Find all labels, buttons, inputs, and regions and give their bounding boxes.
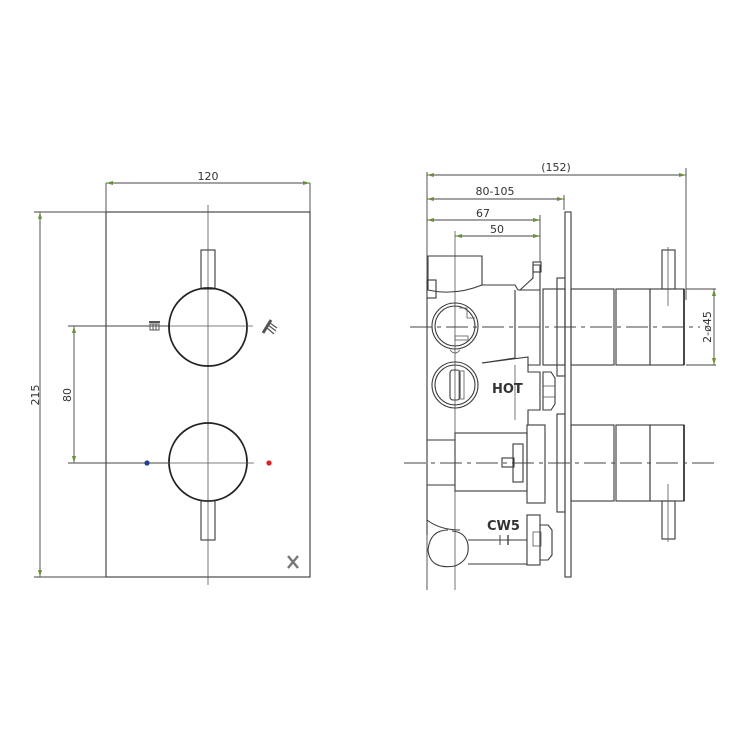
knob-diameter-dimension-text: 2-ø45 <box>701 311 714 343</box>
spacing-dimension-text: 80 <box>61 388 74 402</box>
height-dimension-text: 215 <box>29 385 42 406</box>
wall-plate-profile <box>564 211 572 578</box>
side-view: (152) 80-105 67 50 <box>404 161 718 590</box>
depth-50-dimension-text: 50 <box>490 223 504 236</box>
brand-logo-icon <box>287 555 299 569</box>
overall-dimension-text: (152) <box>541 161 571 174</box>
check-valve-symbol <box>496 535 509 545</box>
upper-knob-side <box>542 247 685 377</box>
diverter-knob <box>168 249 253 367</box>
front-view: 120 215 80 <box>29 170 311 585</box>
handshower-icon <box>261 319 278 335</box>
depth-67-dimension-text: 67 <box>476 207 490 220</box>
hot-indicator-dot <box>266 460 272 466</box>
thermostat-knob <box>168 422 254 541</box>
hot-inlet-label: HOT <box>492 382 523 397</box>
lower-knob-side <box>526 413 685 542</box>
overhead-shower-icon <box>149 321 160 331</box>
cw5-label: CW5 <box>487 519 520 534</box>
depth-range-dimension-text: 80-105 <box>476 185 515 198</box>
width-dimension-text: 120 <box>198 170 219 183</box>
cold-indicator-dot <box>144 460 150 466</box>
